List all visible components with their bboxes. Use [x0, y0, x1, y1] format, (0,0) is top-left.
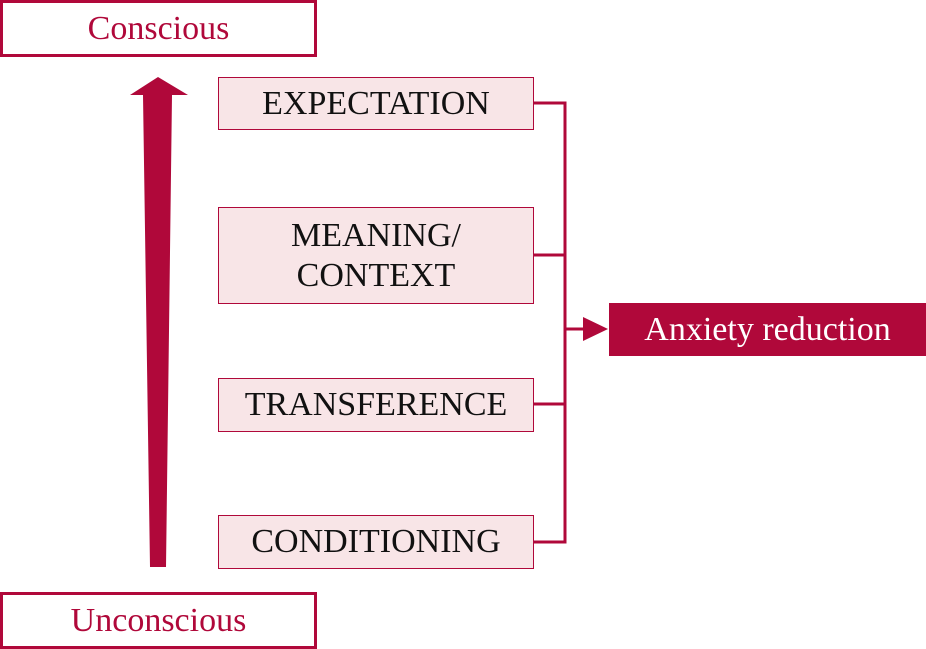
factor-transference: TRANSFERENCE — [218, 378, 534, 432]
unconscious-label: Unconscious — [0, 592, 317, 649]
conscious-label: Conscious — [0, 0, 317, 57]
factor-conditioning: CONDITIONING — [218, 515, 534, 569]
factor-meaning-context: MEANING/ CONTEXT — [218, 207, 534, 304]
bracket — [534, 101, 585, 544]
conscious-gradient-arrow — [130, 77, 188, 567]
arrow-head-icon — [583, 317, 608, 341]
outcome-anxiety-reduction: Anxiety reduction — [609, 303, 926, 356]
factor-expectation: EXPECTATION — [218, 77, 534, 130]
